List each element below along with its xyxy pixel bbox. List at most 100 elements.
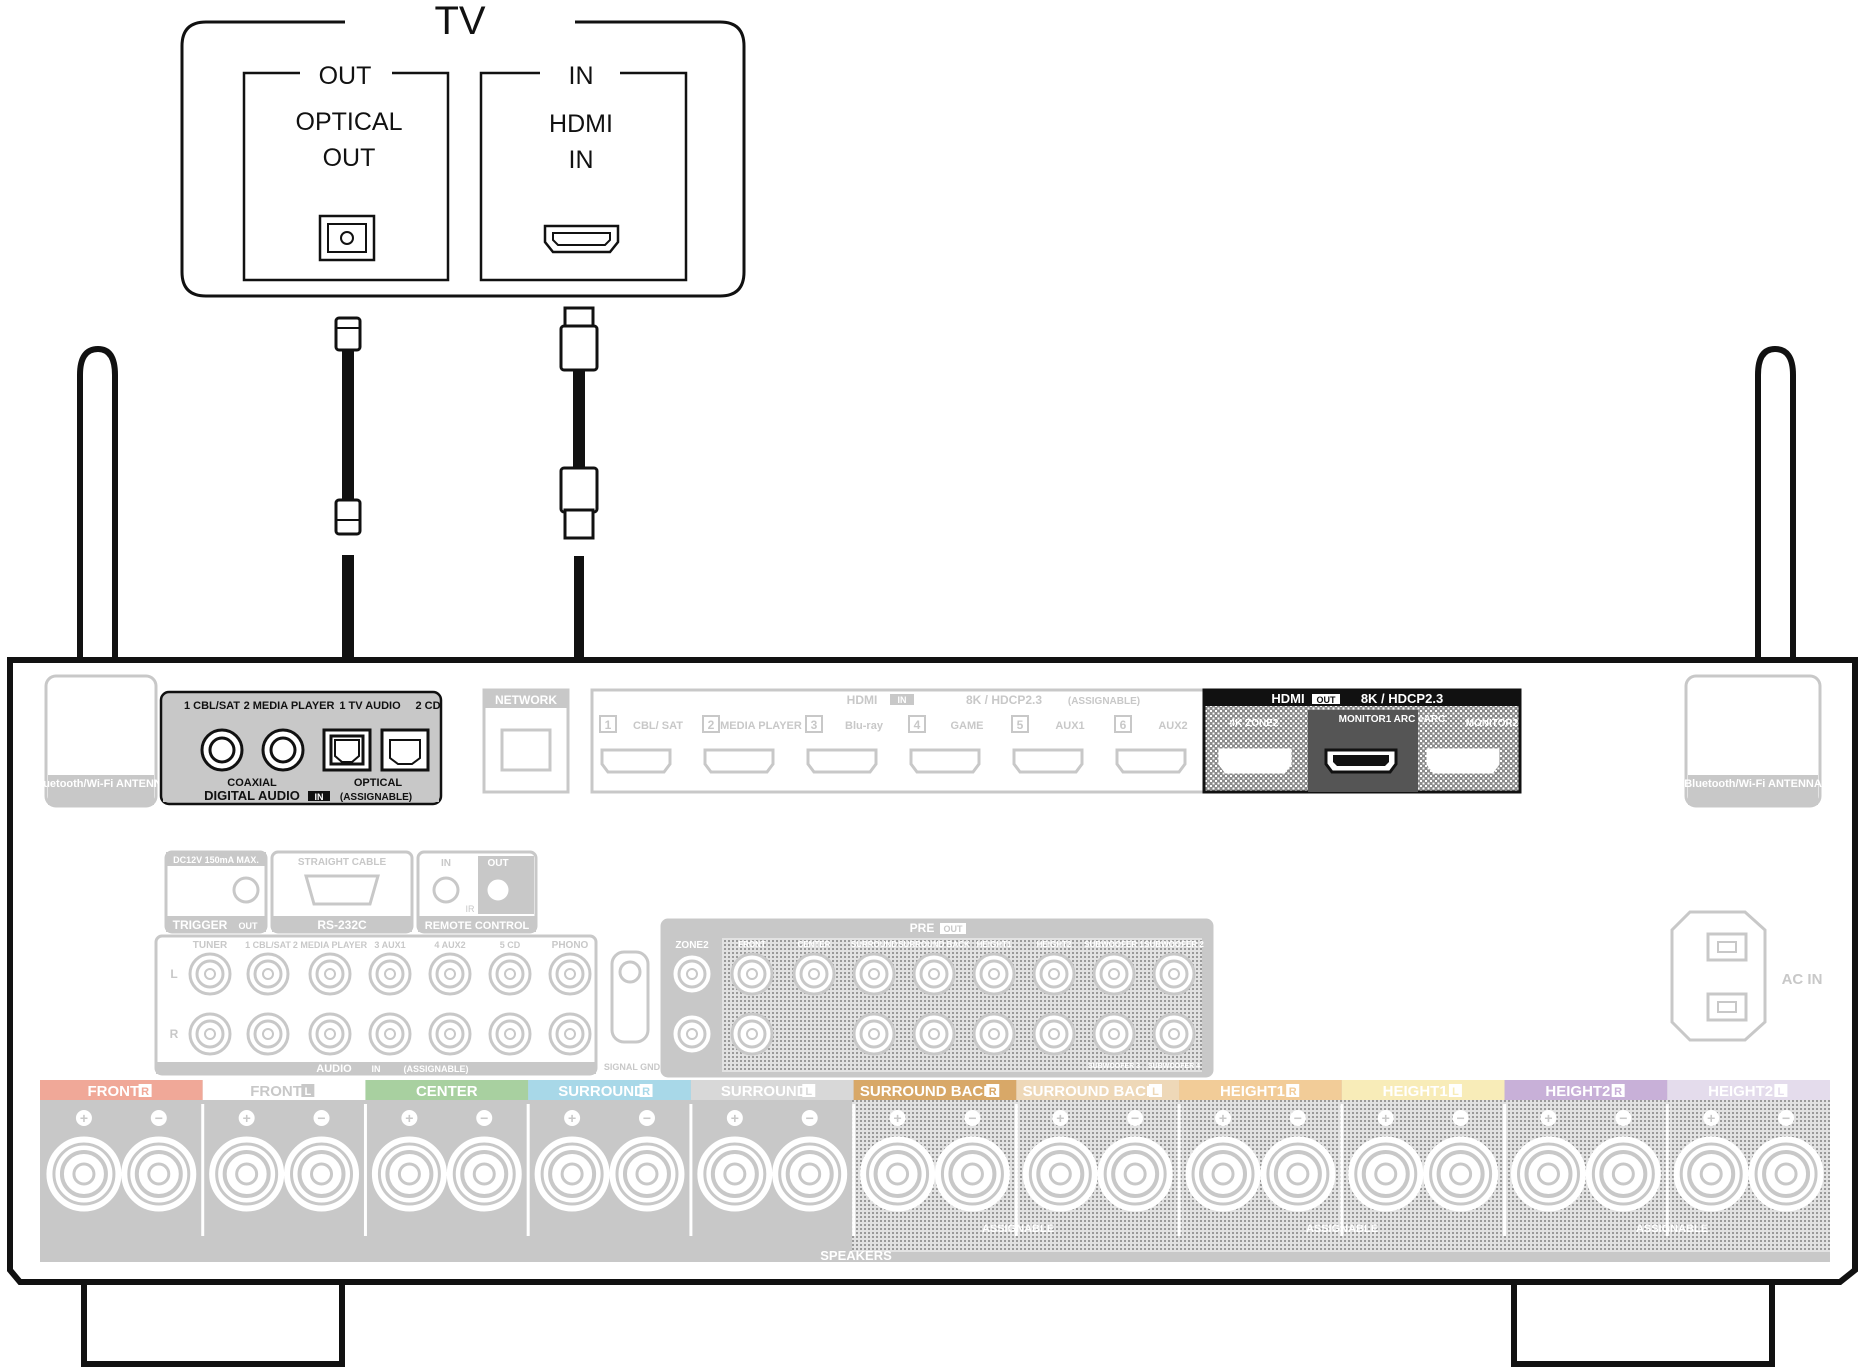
speaker-binding-post[interactable] (46, 1136, 122, 1212)
analog-jack-r[interactable] (368, 1012, 412, 1056)
hdmi-in-port[interactable] (909, 748, 981, 774)
pre-out-jack-bottom[interactable] (852, 1012, 896, 1056)
ac-in-socket[interactable]: AC IN (1670, 910, 1822, 1042)
speaker-binding-post[interactable] (860, 1136, 936, 1212)
analog-jack-l[interactable] (368, 952, 412, 996)
tv-hdmi-in-port[interactable] (543, 224, 620, 254)
hdmi-out-monitor1-port[interactable] (1324, 748, 1398, 774)
speaker-polarity-sign: − (480, 1110, 488, 1126)
optical-label: OPTICAL (354, 777, 403, 789)
hdmi-in-port[interactable] (703, 748, 775, 774)
analog-jack-l[interactable] (246, 952, 290, 996)
pre-out-jack-top[interactable] (730, 952, 774, 996)
pre-out-jack-top[interactable] (1032, 952, 1076, 996)
speaker-side-box (301, 1084, 315, 1097)
analog-jack-l[interactable] (428, 952, 472, 996)
speaker-binding-post[interactable] (121, 1136, 197, 1212)
hdmi-in-port[interactable] (806, 748, 878, 774)
coaxial-jack-1[interactable] (200, 728, 244, 772)
analog-jack-r[interactable] (428, 1012, 472, 1056)
analog-jack-r[interactable] (488, 1012, 532, 1056)
speaker-binding-post[interactable] (446, 1136, 522, 1212)
analog-input-label: 5 CD (500, 940, 521, 950)
speaker-binding-post[interactable] (284, 1136, 360, 1212)
speaker-binding-post[interactable] (1673, 1136, 1749, 1212)
pre-out-jack-top[interactable] (972, 952, 1016, 996)
hdmi-in-number-box (1114, 715, 1132, 733)
network-port[interactable]: NETWORK (482, 688, 570, 794)
speakers-assignable-1: ASSIGNABLE (982, 1223, 1054, 1235)
speaker-polarity-sign: + (1382, 1110, 1390, 1126)
dig-in-label-4: 2 CD (415, 700, 440, 712)
analog-jack-r[interactable] (548, 1012, 592, 1056)
hdmi-in-port[interactable] (1115, 748, 1187, 774)
dig-in-label-2: 2 MEDIA PLAYER (244, 700, 335, 712)
coaxial-jack-2[interactable] (261, 728, 305, 772)
speaker-binding-post[interactable] (1097, 1136, 1173, 1212)
pre-out-jack-bottom[interactable] (1032, 1012, 1076, 1056)
rs232c-cable-label: STRAIGHT CABLE (298, 857, 387, 868)
analog-jack-r[interactable] (246, 1012, 290, 1056)
pre-out-channel-label: HEIGHT2 (1037, 940, 1072, 949)
pre-out-channel-label: SUBWOOFER 1 (1084, 940, 1144, 949)
tv-optical-out-port[interactable] (318, 214, 376, 262)
speaker-binding-post[interactable] (1748, 1136, 1824, 1212)
remote-control[interactable]: IN IR OUT REMOTE CONTROL (416, 850, 538, 934)
dig-in-label-1: 1 CBL/SAT (184, 700, 240, 712)
analog-jack-r[interactable] (188, 1012, 232, 1056)
speaker-polarity-mark (75, 1110, 92, 1126)
pre-out-jack-bottom[interactable] (912, 1012, 956, 1056)
speaker-polarity-mark (1127, 1110, 1144, 1126)
speaker-binding-post[interactable] (1423, 1136, 1499, 1212)
speaker-binding-post[interactable] (772, 1136, 848, 1212)
analog-jack-l[interactable] (308, 952, 352, 996)
speaker-binding-post[interactable] (1022, 1136, 1098, 1212)
speaker-side-label: L (1152, 1086, 1159, 1098)
speaker-binding-post[interactable] (697, 1136, 773, 1212)
speaker-polarity-sign: + (1219, 1110, 1227, 1126)
rs232c-port[interactable]: STRAIGHT CABLE RS-232C (270, 850, 414, 934)
speaker-binding-post[interactable] (1260, 1136, 1336, 1212)
pre-zone2-jack-r[interactable] (670, 1012, 714, 1056)
hdmi-out-header: HDMI (1271, 691, 1304, 706)
speaker-polarity-mark (1289, 1110, 1306, 1126)
analog-jack-l[interactable] (188, 952, 232, 996)
hdmi-in-input-name: Blu-ray (845, 720, 884, 732)
analog-jack-r[interactable] (308, 1012, 352, 1056)
pre-out-jack-top[interactable] (912, 952, 956, 996)
hdmi-in-port[interactable] (600, 748, 672, 774)
pre-out-jack-top[interactable] (852, 952, 896, 996)
hdmi-out-monitor2-port[interactable] (1426, 748, 1500, 774)
speaker-binding-post[interactable] (371, 1136, 447, 1212)
speaker-channel-label: HEIGHT2 (1708, 1083, 1773, 1100)
speaker-polarity-sign: − (1619, 1110, 1627, 1126)
pre-out-jack-top[interactable] (1152, 952, 1196, 996)
pre-out-jack-bottom[interactable] (972, 1012, 1016, 1056)
pre-zone2-jack-l[interactable] (670, 952, 714, 996)
analog-jack-l[interactable] (548, 952, 592, 996)
analog-audio-in-badge: IN (372, 1064, 381, 1074)
hdmi-out-zone2-port[interactable] (1218, 748, 1292, 774)
speaker-binding-post[interactable] (534, 1136, 610, 1212)
pre-out-jack-top[interactable] (1092, 952, 1136, 996)
hdmi-in-number-box (702, 715, 720, 733)
speaker-binding-post[interactable] (934, 1136, 1010, 1212)
pre-out-jack-bottom[interactable] (1092, 1012, 1136, 1056)
speaker-binding-post[interactable] (1510, 1136, 1586, 1212)
hdmi-in-port[interactable] (1012, 748, 1084, 774)
tuner-label: TUNER (193, 940, 228, 951)
pre-out-jack-bottom[interactable] (1152, 1012, 1196, 1056)
hdmi-out-monitor2-label: MONITOR2 (1466, 718, 1519, 729)
analog-jack-l[interactable] (488, 952, 532, 996)
speaker-binding-post[interactable] (1585, 1136, 1661, 1212)
speaker-polarity-mark (150, 1110, 167, 1126)
speaker-side-label: R (141, 1086, 149, 1098)
speaker-binding-post[interactable] (209, 1136, 285, 1212)
pre-out-jack-top[interactable] (792, 952, 836, 996)
pre-out-jack-bottom[interactable] (730, 1012, 774, 1056)
speaker-binding-post[interactable] (1185, 1136, 1261, 1212)
speaker-binding-post[interactable] (609, 1136, 685, 1212)
trigger-out[interactable]: DC12V 150mA MAX. TRIGGER OUT (164, 850, 268, 934)
speaker-binding-post[interactable] (1348, 1136, 1424, 1212)
speaker-side-box (1611, 1084, 1625, 1097)
